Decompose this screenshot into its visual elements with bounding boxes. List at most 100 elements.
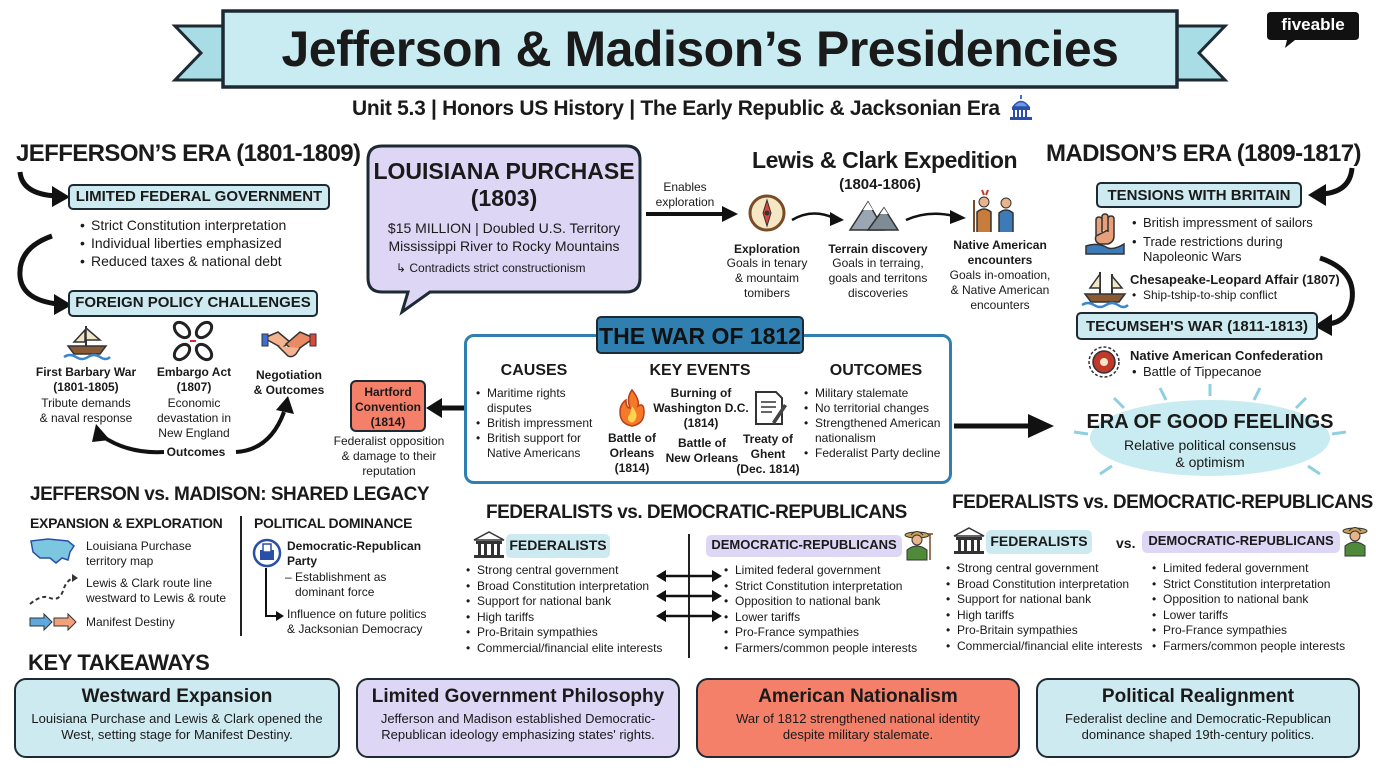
list-item: Commercial/financial elite interests xyxy=(466,641,676,657)
outcomes-heading: OUTCOMES xyxy=(829,362,923,379)
embargo-act-desc: Economic devastation in New England xyxy=(156,396,232,440)
ships-conflict-icon xyxy=(1081,268,1129,309)
list-item: British impressment of sailors xyxy=(1132,215,1342,230)
list-item: Limited federal government xyxy=(1152,561,1364,577)
louisiana-note: ↳ Contradicts strict constructionism xyxy=(396,261,636,276)
pol-influence: Influence on future politics & Jacksonia… xyxy=(287,607,427,636)
jefferson-flow-arrows xyxy=(17,171,72,315)
treaty-ghent: Treaty of Ghent (Dec. 1814) xyxy=(736,432,800,476)
farmer-icon xyxy=(902,528,934,562)
barbary-war-title: First Barbary War (1801-1805) xyxy=(35,365,137,394)
legacy-divider xyxy=(240,516,242,636)
dem-rep-list-left: Limited federal government Strict Consti… xyxy=(724,563,936,657)
lewis-clark-dates: (1804-1806) xyxy=(839,176,921,193)
list-item: Opposition to national bank xyxy=(1152,592,1364,608)
jefferson-heading: JEFFERSON’S ERA (1801-1809) xyxy=(16,140,361,167)
ballot-box-icon xyxy=(252,538,282,568)
list-item: Strong central government xyxy=(466,563,676,579)
outcomes-cycle-arrows xyxy=(92,396,294,455)
comparison-arrows xyxy=(656,570,722,622)
broken-chain-icon xyxy=(172,320,214,362)
vs-label: vs. xyxy=(1116,535,1136,551)
native-shield-icon xyxy=(1086,344,1122,380)
pol-establish: Establishment as dominant force xyxy=(295,570,387,599)
warship-icon xyxy=(63,322,111,362)
capitol-dome-icon xyxy=(1006,92,1036,122)
takeaway-desc: Louisiana Purchase and Lewis & Clark ope… xyxy=(31,711,323,742)
list-item: Strict Constitution interpretation xyxy=(724,579,936,595)
list-item: Lower tariffs xyxy=(724,610,936,626)
key-events-label: KEY EVENTS xyxy=(649,362,751,379)
dash-icon: – xyxy=(285,570,292,584)
federal-building-icon xyxy=(472,530,506,560)
good-feelings-desc: Relative political consensus & optimism xyxy=(1124,437,1296,470)
causes-list: Maritime rights disputes British impress… xyxy=(476,386,602,461)
list-item: Commercial/financial elite interests xyxy=(946,639,1160,655)
takeaways-heading: KEY TAKEAWAYS xyxy=(28,650,210,675)
louisiana-line1: $15 MILLION | Doubled U.S. Territory xyxy=(387,220,621,236)
takeaway-title: Political Realignment xyxy=(1101,686,1295,707)
dem-rep-pill-right: DEMOCRATIC-REPUBLICANS xyxy=(1142,531,1340,553)
terrain-title: Terrain discovery xyxy=(828,242,928,256)
embargo-act-title: Embargo Act (1807) xyxy=(156,365,232,394)
hartford-arrow xyxy=(426,398,464,418)
pol-party: Democratic-Republican Party xyxy=(287,539,422,568)
louisiana-purchase-bubble: LOUISIANA PURCHASE (1803) $15 MILLION | … xyxy=(366,144,642,316)
list-item: Reduced taxes & national debt xyxy=(80,252,340,270)
handshake-icon xyxy=(261,328,317,364)
page-subtitle: Unit 5.3 | Honors US History | The Early… xyxy=(352,97,1000,120)
federalists-pill-left: FEDERALISTS xyxy=(506,534,610,558)
good-feelings-arrow xyxy=(954,414,1054,438)
list-item: Pro-France sympathies xyxy=(724,625,936,641)
list-item: Limited federal government xyxy=(724,563,936,579)
foreign-policy-pill: FOREIGN POLICY CHALLENGES xyxy=(68,290,318,317)
takeaway-desc: War of 1812 strengthened national identi… xyxy=(736,711,980,742)
limited-government-list: Strict Constitution interpretation Indiv… xyxy=(80,216,340,270)
list-item: High tariffs xyxy=(946,608,1160,624)
farmer-icon xyxy=(1340,524,1372,558)
list-item: Farmers/common people interests xyxy=(724,641,936,657)
route-line-icon xyxy=(28,574,78,608)
tensions-list: British impressment of sailors Trade res… xyxy=(1132,215,1342,264)
parties-right-heading: FEDERALISTS vs. DEMOCRATIC-REPUBLICANS xyxy=(952,492,1373,513)
title-banner: Jefferson & Madison’s Presidencies xyxy=(171,8,1229,92)
louisiana-note-text: Contradicts strict constructionism xyxy=(409,261,586,275)
enables-arrow xyxy=(646,206,738,222)
list-item: Strong central government xyxy=(946,561,1160,577)
list-item: Lower tariffs xyxy=(1152,608,1364,624)
list-item: British support for Native Americans xyxy=(476,431,602,461)
mountains-icon xyxy=(848,196,900,232)
dem-rep-pill-left: DEMOCRATIC-REPUBLICANS xyxy=(706,535,902,557)
list-item: Support for national bank xyxy=(466,594,676,610)
federal-building-icon xyxy=(952,526,986,556)
list-item: Federalist Party decline xyxy=(804,446,950,461)
takeaway-title: American Nationalism xyxy=(758,686,958,707)
federalists-pill-right: FEDERALISTS xyxy=(986,530,1092,554)
legacy-louisiana-map: Louisiana Purchase territory map xyxy=(86,539,192,568)
good-feelings-cloud: ERA OF GOOD FEELINGS Relative political … xyxy=(1060,382,1360,492)
hartford-convention-box: Hartford Convention (1814) xyxy=(350,380,426,432)
political-dominance-label: POLITICAL DOMINANCE xyxy=(254,515,413,531)
negotiation-outcomes: Negotiation & Outcomes xyxy=(253,368,325,397)
barbary-war-desc: Tribute demands & naval response xyxy=(39,396,133,425)
tensions-britain-pill: TENSIONS WITH BRITAIN xyxy=(1096,182,1302,208)
expedition-arrows xyxy=(791,210,966,226)
list-item: Ship-tship-to-ship conflict xyxy=(1132,288,1352,303)
list-item: High tariffs xyxy=(466,610,676,626)
dem-rep-list-right: Limited federal government Strict Consti… xyxy=(1152,561,1364,655)
tecumseh-list: Battle of Tippecanoe xyxy=(1132,364,1352,379)
takeaway-title: Westward Expansion xyxy=(81,686,273,707)
outcomes-label: Outcomes xyxy=(166,445,226,459)
native-desc: Goals in-omoation, & Native American enc… xyxy=(949,268,1051,312)
page-title: Jefferson & Madison’s Presidencies xyxy=(281,21,1119,77)
war-1812-title: THE WAR OF 1812 xyxy=(596,316,804,354)
list-item: Strict Constitution interpretation xyxy=(80,216,340,234)
list-item: Support for national bank xyxy=(946,592,1160,608)
compass-icon xyxy=(746,192,788,234)
takeaway-desc: Jefferson and Madison established Democr… xyxy=(380,711,656,742)
list-item: No territorial changes xyxy=(804,401,950,416)
pol-connector-arrow xyxy=(265,568,284,621)
native-american-people-icon xyxy=(970,189,1020,234)
madison-heading: MADISON’S ERA (1809-1817) xyxy=(1046,140,1361,167)
takeaway-card-nationalism: American Nationalism War of 1812 strengt… xyxy=(696,678,1020,758)
